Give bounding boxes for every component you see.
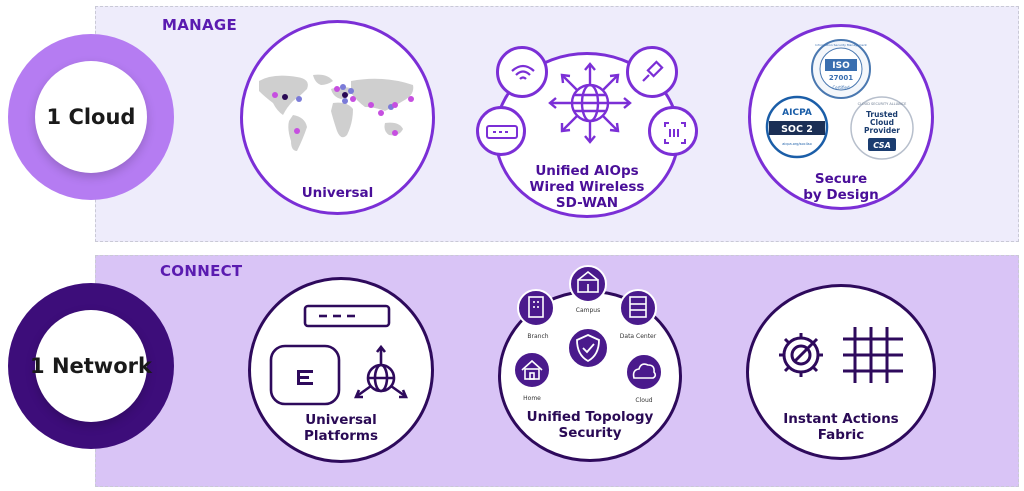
platforms-card: Universal Platforms <box>248 277 434 463</box>
platforms-caption-line2: Platforms <box>304 428 378 444</box>
csa-logo: CSA <box>873 141 891 150</box>
network-ring-inner: 1 Network <box>30 310 152 422</box>
network-ring: 1 Network <box>8 283 174 449</box>
soc2-sub: aicpa.org/soc4so <box>782 142 812 146</box>
iso-27001-badge-icon: ISO 27001 Certified Information Security… <box>811 39 871 99</box>
datacenter-icon <box>629 296 647 318</box>
security-node <box>567 327 609 369</box>
switch-icon <box>486 125 518 139</box>
home-node <box>513 351 551 389</box>
csa-l3: Provider <box>864 126 900 135</box>
branch-label: Branch <box>527 333 548 340</box>
aiops-caption-line1: Unified AIOps <box>535 163 639 179</box>
wifi-icon <box>511 64 535 80</box>
iso-num: 27001 <box>829 74 853 82</box>
wifi-satellite <box>496 46 548 98</box>
csa-badge-icon: CLOUD SECURITY ALLIANCE Trusted Cloud Pr… <box>850 96 914 160</box>
topology-caption: Unified Topology Security <box>501 409 679 441</box>
shield-icon <box>576 334 600 363</box>
connect-label: CONNECT <box>160 262 243 280</box>
topology-caption-line2: Security <box>558 425 622 441</box>
iso-main: ISO <box>832 61 850 71</box>
world-map-icon <box>259 74 414 151</box>
iso-bottom: Certified <box>832 85 850 90</box>
soc2-text: SOC 2 <box>781 124 813 135</box>
usb-plug-icon <box>642 60 664 82</box>
topology-diagram: Campus Branch Data Center Home Cloud <box>513 265 663 404</box>
secure-card: ISO 27001 Certified Information Security… <box>748 24 934 210</box>
home-label: Home <box>523 395 541 402</box>
datacenter-node <box>619 289 657 327</box>
cloud-node <box>625 353 663 391</box>
datacenter-label: Data Center <box>620 333 657 340</box>
sdwan-satellite <box>648 106 698 156</box>
fabric-card: Instant Actions Fabric <box>746 284 936 460</box>
fabric-grid-icon <box>843 327 903 383</box>
cloud-icon <box>632 363 657 379</box>
topology-caption-line1: Unified Topology <box>526 409 654 425</box>
fabric-caption-line1: Instant Actions <box>783 411 899 427</box>
fabric-caption: Instant Actions Fabric <box>749 411 933 443</box>
platforms-caption-line1: Universal <box>305 412 377 428</box>
csa-top: CLOUD SECURITY ALLIANCE <box>858 102 907 106</box>
cloud-ring: 1 Cloud <box>8 34 174 200</box>
soc2-badge-icon: AICPA SOC 2 aicpa.org/soc4so <box>765 95 829 159</box>
csa-l2: Cloud <box>870 118 894 127</box>
secure-caption-line1: Secure <box>814 171 868 187</box>
universal-card: Universal <box>240 20 435 215</box>
aiops-caption-line2: Wired Wireless <box>529 179 645 195</box>
aicpa-text: AICPA <box>782 108 812 118</box>
campus-label: Campus <box>576 307 600 314</box>
home-icon <box>521 359 543 380</box>
campus-icon <box>577 270 599 293</box>
globe-arrows-icon <box>548 62 632 144</box>
appliance-icon <box>664 122 686 144</box>
platform-devices-icon <box>269 304 408 406</box>
aiops-caption: Unified AIOps Wired Wireless SD-WAN <box>497 163 677 211</box>
universal-caption: Universal <box>301 185 374 201</box>
secure-caption: Secure by Design <box>751 171 931 203</box>
branch-node <box>517 289 555 327</box>
cloud-ring-label: 1 Cloud <box>46 105 136 129</box>
switch-satellite <box>476 106 526 156</box>
manage-label: MANAGE <box>162 16 238 34</box>
branch-icon <box>528 296 544 318</box>
gear-wrench-icon <box>779 333 823 377</box>
platforms-caption: Universal Platforms <box>251 412 431 444</box>
csa-l1: Trusted <box>866 110 898 119</box>
cloud-label: Cloud <box>635 397 652 404</box>
iso-top: Information Security Management <box>815 43 867 47</box>
network-ring-label: 1 Network <box>30 354 152 378</box>
fabric-caption-line2: Fabric <box>817 427 865 443</box>
usb-satellite <box>626 46 678 98</box>
aiops-caption-line3: SD-WAN <box>555 195 619 211</box>
secure-caption-line2: by Design <box>803 187 879 203</box>
cloud-ring-inner: 1 Cloud <box>35 61 147 173</box>
